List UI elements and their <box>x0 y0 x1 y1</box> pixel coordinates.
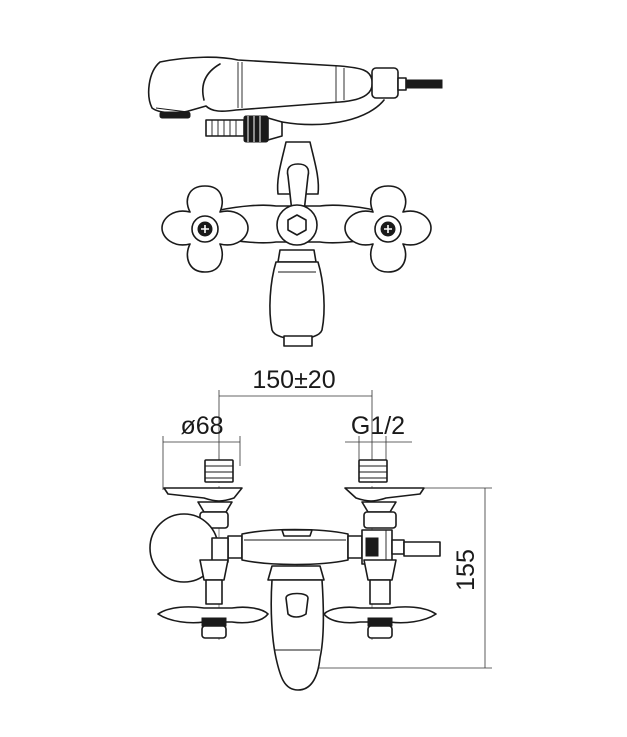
left-cross-handle <box>161 185 249 273</box>
dimension-thread: G1/2 <box>351 412 405 440</box>
front-view: 150±20 ø68 G1/2 155 <box>149 366 492 691</box>
left-inlet <box>163 459 243 529</box>
right-front-handle <box>323 559 437 639</box>
dimension-rosette-diameter: ø68 <box>180 412 223 440</box>
dimension-height: 155 <box>452 549 480 591</box>
mixer-body <box>219 141 375 347</box>
front-spout <box>267 565 325 691</box>
hand-shower <box>147 56 443 119</box>
front-body <box>227 528 441 566</box>
left-front-handle <box>157 559 269 639</box>
shower-cradle <box>281 99 385 126</box>
dimension-center-distance: 150±20 <box>252 366 335 394</box>
top-view <box>147 56 443 347</box>
right-inlet <box>344 459 425 529</box>
right-cross-handle <box>344 185 432 273</box>
hose-connector <box>205 115 283 143</box>
